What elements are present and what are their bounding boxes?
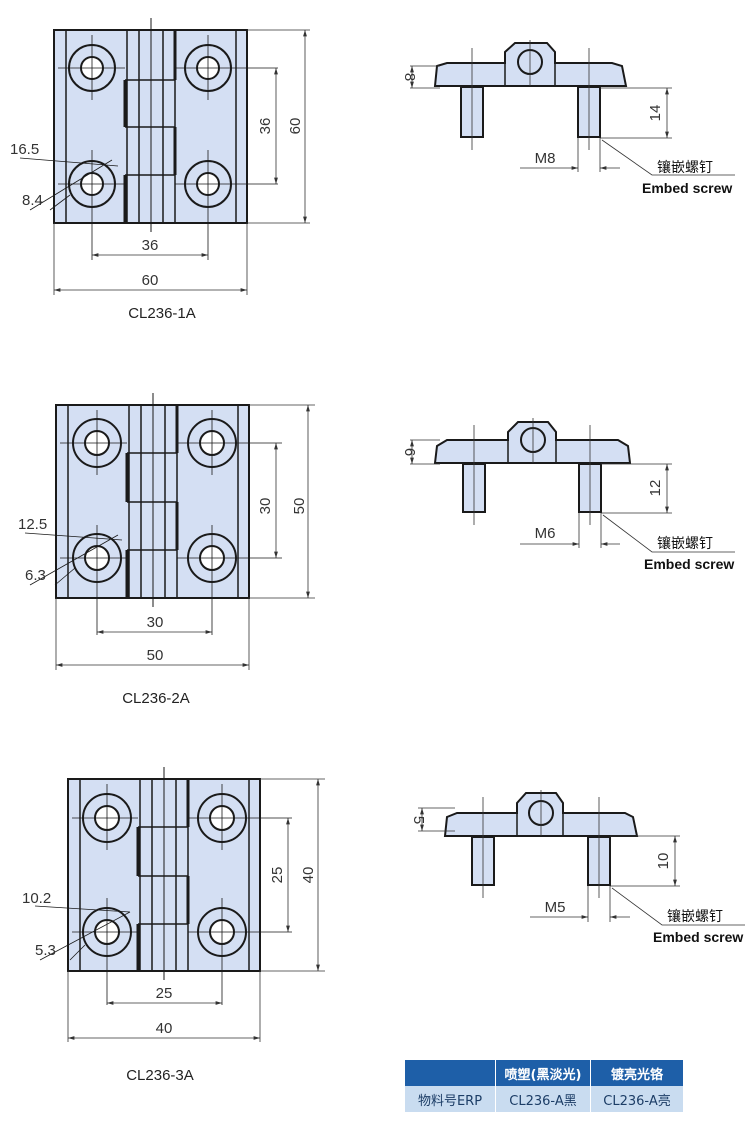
dim-hole-spacing-h: 25: [156, 985, 173, 1002]
side-view-cl236-2a: 6 12 M6 镶嵌螺钉 Embed screw: [401, 418, 735, 572]
dim-hole-spacing-v: 30: [257, 498, 274, 515]
dim-height: 50: [291, 498, 308, 515]
side-view-cl236-1a: 8 14 M8 镶嵌螺钉 Embed screw: [401, 40, 735, 196]
dim-hole-spacing-v: 25: [269, 867, 286, 884]
dim-screw-length: 12: [647, 480, 664, 497]
model-caption: CL236-1A: [128, 305, 196, 322]
model-caption: CL236-3A: [126, 1067, 194, 1084]
table-row: 物料号ERP CL236-A黑 CL236-A亮: [405, 1086, 684, 1112]
model-caption: CL236-2A: [122, 690, 190, 707]
dim-thickness: 5: [410, 816, 427, 824]
dim-hole: 5.3: [35, 942, 56, 959]
table-cell: CL236-A亮: [590, 1086, 684, 1112]
side-view-cl236-3a: 5 10 M5 镶嵌螺钉 Embed screw: [410, 790, 745, 945]
dim-hole-spacing-h: 30: [147, 614, 164, 631]
dim-thickness: 6: [401, 448, 418, 456]
dim-screw-length: 14: [647, 105, 664, 122]
embed-screw-label-cn: 镶嵌螺钉: [657, 159, 713, 176]
front-view-cl236-2a: 30 50 30 50 12.5 6.3 CL236-2A: [18, 393, 315, 707]
dim-thread: M5: [545, 899, 566, 916]
dim-hole: 8.4: [22, 192, 43, 209]
dim-width: 40: [156, 1020, 173, 1037]
header-cell: 镀亮光铬: [590, 1060, 684, 1086]
front-view-cl236-1a: 36 60 36 60 16.5 8.4 CL236-1A: [10, 18, 310, 322]
table-cell: CL236-A黑: [495, 1086, 591, 1112]
dim-screw-length: 10: [655, 853, 672, 870]
embed-screw-label-cn: 镶嵌螺钉: [657, 535, 713, 552]
dim-thread: M6: [535, 525, 556, 542]
front-view-cl236-3a: 25 40 25 40 10.2 5.3 CL236-3A: [22, 767, 325, 1084]
dim-counterbore: 12.5: [18, 516, 47, 533]
header-cell: 喷塑(黑淡光): [495, 1060, 591, 1086]
erp-table: 喷塑(黑淡光) 镀亮光铬 物料号ERP CL236-A黑 CL236-A亮: [405, 1060, 684, 1112]
table-cell: 物料号ERP: [405, 1086, 496, 1112]
dim-hole-spacing-v: 36: [257, 118, 274, 135]
dim-height: 60: [287, 118, 304, 135]
dim-hole-spacing-h: 36: [142, 237, 159, 254]
dim-counterbore: 16.5: [10, 141, 39, 158]
table-header-row: 喷塑(黑淡光) 镀亮光铬: [405, 1060, 684, 1086]
dim-width: 50: [147, 647, 164, 664]
embed-screw-label-en: Embed screw: [644, 556, 734, 572]
dim-height: 40: [300, 867, 317, 884]
dim-width: 60: [142, 272, 159, 289]
embed-screw-label-en: Embed screw: [642, 180, 732, 196]
dim-counterbore: 10.2: [22, 890, 51, 907]
dim-thread: M8: [535, 150, 556, 167]
embed-screw-label-cn: 镶嵌螺钉: [667, 908, 723, 925]
header-cell: [405, 1060, 496, 1086]
dim-thickness: 8: [401, 73, 418, 81]
dim-hole: 6.3: [25, 567, 46, 584]
embed-screw-label-en: Embed screw: [653, 929, 743, 945]
